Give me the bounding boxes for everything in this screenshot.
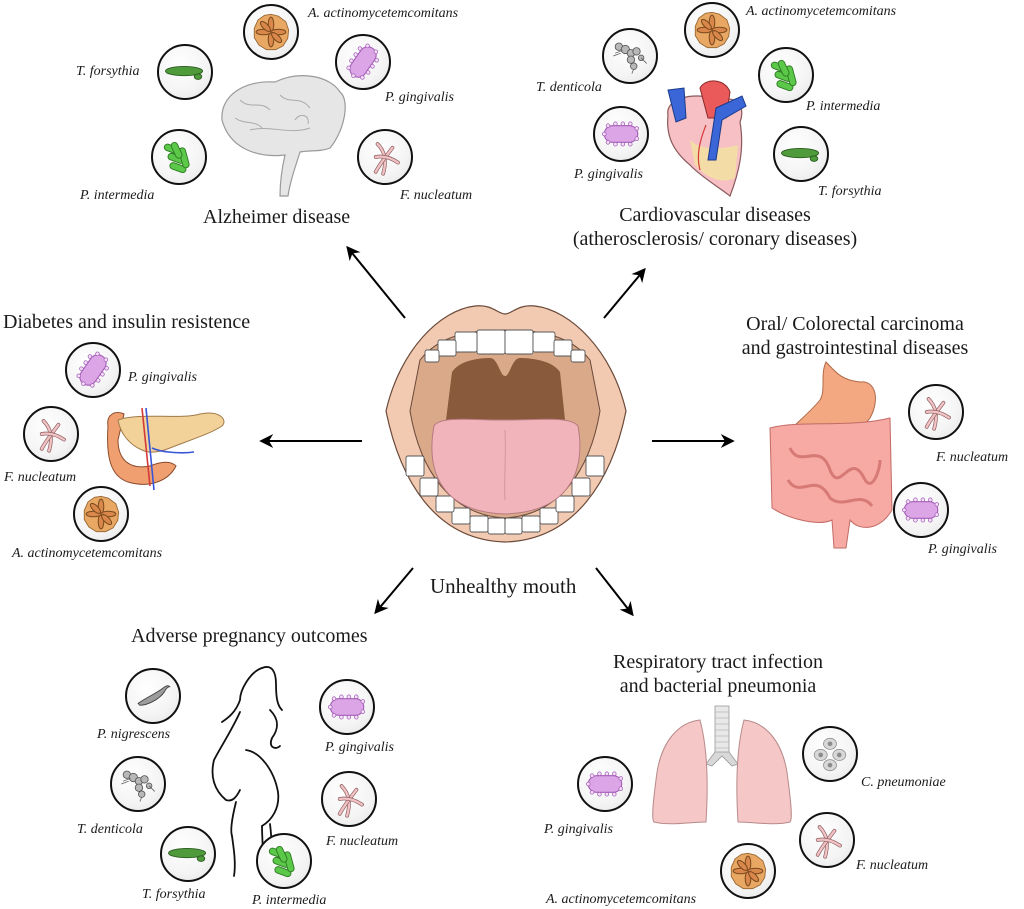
bacteria-label: P. intermedia xyxy=(252,893,327,908)
bacteria-label: F. nucleatum xyxy=(936,450,1009,465)
bacteria-label: F. nucleatum xyxy=(400,188,473,203)
bacteria-label: T. denticola xyxy=(77,822,143,837)
bacteria-circle-pi xyxy=(256,833,312,889)
bacteria-circle-pg xyxy=(893,482,949,538)
bacteria-circle-aa xyxy=(73,486,129,542)
bacteria-circle-tf xyxy=(160,826,216,882)
bacteria-circle-tf xyxy=(773,126,829,182)
bacteria-circle-fn xyxy=(321,771,377,827)
bacteria-circle-tf xyxy=(157,44,213,100)
bacteria-circle-pg xyxy=(335,34,391,90)
bacteria-circle-pi xyxy=(758,47,814,103)
arrow-to-alzheimer xyxy=(346,245,406,319)
disease-title-cardio: Cardiovascular diseases (atherosclerosis… xyxy=(560,203,870,251)
bacteria-label: A. actinomycetemcomitans xyxy=(746,4,897,19)
bacteria-label: T. denticola xyxy=(536,80,602,95)
bacteria-label: T. forsythia xyxy=(818,184,882,199)
disease-title-alzheimer: Alzheimer disease xyxy=(203,206,351,228)
disease-title-gi: Oral/ Colorectal carcinoma and gastroint… xyxy=(725,312,985,360)
bacteria-circle-aa xyxy=(720,843,776,899)
bacteria-label: F. nucleatum xyxy=(4,470,77,485)
disease-title-line: and bacterial pneumonia xyxy=(619,675,817,697)
bacteria-label: A. actinomycetemcomitans xyxy=(308,6,459,21)
f-nucleatum-icon xyxy=(801,814,853,866)
bacteria-label: P. gingivalis xyxy=(574,167,643,182)
bacteria-circle-pi xyxy=(151,129,207,185)
bacteria-label: P. nigrescens xyxy=(97,727,171,742)
bacteria-circle-cp xyxy=(802,726,858,782)
bacteria-label: P. gingivalis xyxy=(128,370,197,385)
disease-title-line: Oral/ Colorectal carcinoma xyxy=(746,313,964,335)
disease-title-line: (atherosclerosis/ coronary diseases) xyxy=(572,228,858,250)
bacteria-circle-fn xyxy=(799,812,855,868)
bacteria-label: P. intermedia xyxy=(806,99,881,114)
bacteria-label: P. gingivalis xyxy=(325,740,394,755)
bacteria-circle-aa xyxy=(243,4,299,60)
bacteria-circle-fn xyxy=(23,406,79,462)
c-pneumoniae-icon xyxy=(804,728,856,780)
bacteria-circle-fn xyxy=(908,384,964,440)
bacteria-label: F. nucleatum xyxy=(856,858,929,873)
center-label: Unhealthy mouth xyxy=(430,574,577,598)
disease-title-line: Cardiovascular diseases xyxy=(619,204,811,226)
disease-title-diabetes: Diabetes and insulin resistence xyxy=(3,311,251,333)
bacteria-label: A. actinomycetemcomitans xyxy=(546,892,697,907)
a-actinomycetemcomitans-icon xyxy=(722,845,774,897)
bacteria-label: C. pneumoniae xyxy=(861,775,946,790)
bacteria-circle-pn xyxy=(125,668,181,724)
bacteria-label: T. forsythia xyxy=(76,64,140,79)
bacteria-circle-aa xyxy=(684,2,740,58)
disease-title-pregnancy: Adverse pregnancy outcomes xyxy=(131,625,368,647)
disease-title-respiratory: Respiratory tract infection and bacteria… xyxy=(588,650,848,698)
bacteria-circle-fn xyxy=(357,129,413,185)
bacteria-circle-pg xyxy=(577,756,633,812)
bacteria-label: P. gingivalis xyxy=(544,822,613,837)
bacteria-circle-pg xyxy=(65,342,121,398)
bacteria-circle-td xyxy=(110,756,166,812)
bacteria-label: P. intermedia xyxy=(80,188,155,203)
arrow-to-pregnancy xyxy=(374,567,414,615)
bacteria-label: A. actinomycetemcomitans xyxy=(12,546,163,561)
arrow-to-respiratory xyxy=(595,567,634,617)
bacteria-circle-pg xyxy=(593,106,649,162)
bacteria-label: P. gingivalis xyxy=(928,542,997,557)
bacteria-label: F. nucleatum xyxy=(326,834,399,849)
p-gingivalis-icon xyxy=(579,758,631,810)
bacteria-circle-pg xyxy=(319,679,375,735)
bacteria-label: P. gingivalis xyxy=(385,90,454,105)
bacteria-label: T. forsythia xyxy=(142,887,206,902)
disease-title-line: and gastrointestinal diseases xyxy=(741,337,969,359)
bacteria-circle-td xyxy=(602,28,658,84)
arrow-to-cardio xyxy=(603,267,646,319)
disease-title-line: Respiratory tract infection xyxy=(613,651,823,673)
